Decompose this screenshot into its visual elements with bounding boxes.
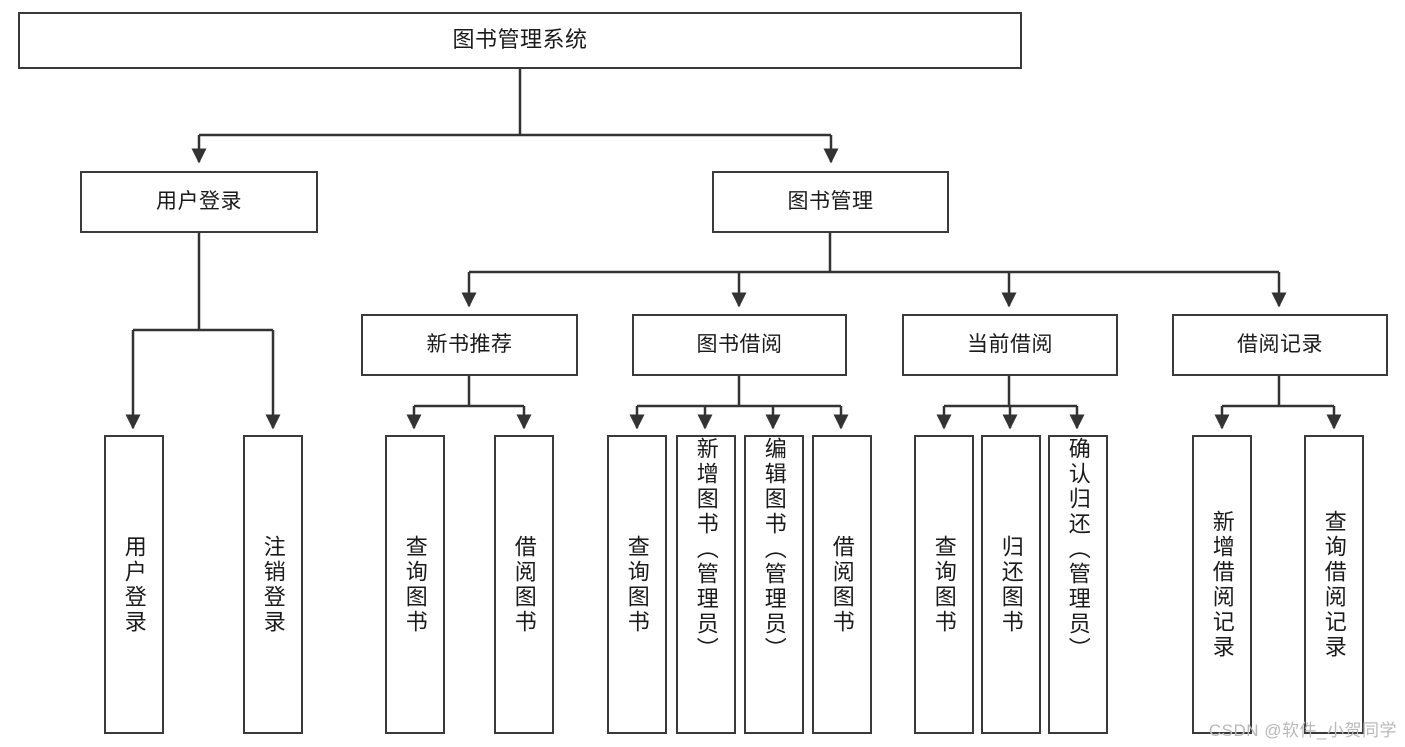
leaf-user-login-signout[interactable]: 注销登录 — [243, 435, 303, 734]
leaf-book-borrow-query[interactable]: 查询图书 — [607, 435, 667, 734]
node-label: 当前借阅 — [967, 333, 1053, 357]
node-label: 查询借阅记录 — [1321, 509, 1347, 660]
leaf-borrow-record-add[interactable]: 新增借阅记录 — [1192, 435, 1252, 734]
node-current-borrow[interactable]: 当前借阅 — [902, 314, 1118, 376]
node-label: 新增图书（管理员） — [693, 437, 719, 662]
node-user-login[interactable]: 用户登录 — [80, 171, 318, 233]
node-label: 注销登录 — [260, 534, 286, 635]
leaf-current-borrow-return[interactable]: 归还图书 — [981, 435, 1041, 734]
node-label: 查询图书 — [931, 534, 957, 635]
leaf-book-borrow-add[interactable]: 新增图书（管理员） — [676, 435, 736, 734]
node-label: 查询图书 — [402, 534, 428, 635]
node-label: 借阅记录 — [1237, 333, 1323, 357]
leaf-new-book-borrow[interactable]: 借阅图书 — [494, 435, 554, 734]
node-label: 用户登录 — [121, 534, 147, 635]
node-label: 归还图书 — [998, 534, 1024, 635]
node-new-book-recommend[interactable]: 新书推荐 — [361, 314, 578, 376]
leaf-book-borrow-edit[interactable]: 编辑图书（管理员） — [744, 435, 804, 734]
node-root-system[interactable]: 图书管理系统 — [18, 12, 1022, 69]
leaf-borrow-record-query[interactable]: 查询借阅记录 — [1304, 435, 1364, 734]
leaf-book-borrow-lend[interactable]: 借阅图书 — [812, 435, 872, 734]
leaf-current-borrow-confirm-return[interactable]: 确认归还（管理员） — [1048, 435, 1108, 734]
node-book-management[interactable]: 图书管理 — [712, 171, 949, 233]
leaf-user-login-signin[interactable]: 用户登录 — [104, 435, 164, 734]
node-label: 图书管理系统 — [452, 27, 588, 53]
node-label: 新书推荐 — [426, 333, 513, 357]
node-book-borrow[interactable]: 图书借阅 — [632, 314, 847, 376]
node-label: 用户登录 — [156, 190, 242, 214]
node-label: 编辑图书（管理员） — [761, 437, 787, 662]
node-label: 查询图书 — [624, 534, 650, 635]
watermark-text: CSDN @软件_小贺同学 — [1208, 721, 1397, 740]
node-label: 图书管理 — [787, 190, 874, 214]
node-label: 借阅图书 — [829, 534, 855, 635]
node-label: 确认归还（管理员） — [1065, 437, 1091, 662]
node-borrow-record[interactable]: 借阅记录 — [1172, 314, 1388, 376]
leaf-current-borrow-query[interactable]: 查询图书 — [914, 435, 974, 734]
leaf-new-book-query[interactable]: 查询图书 — [385, 435, 445, 734]
node-label: 图书借阅 — [696, 333, 783, 357]
node-label: 借阅图书 — [511, 534, 537, 635]
node-label: 新增借阅记录 — [1209, 509, 1235, 660]
